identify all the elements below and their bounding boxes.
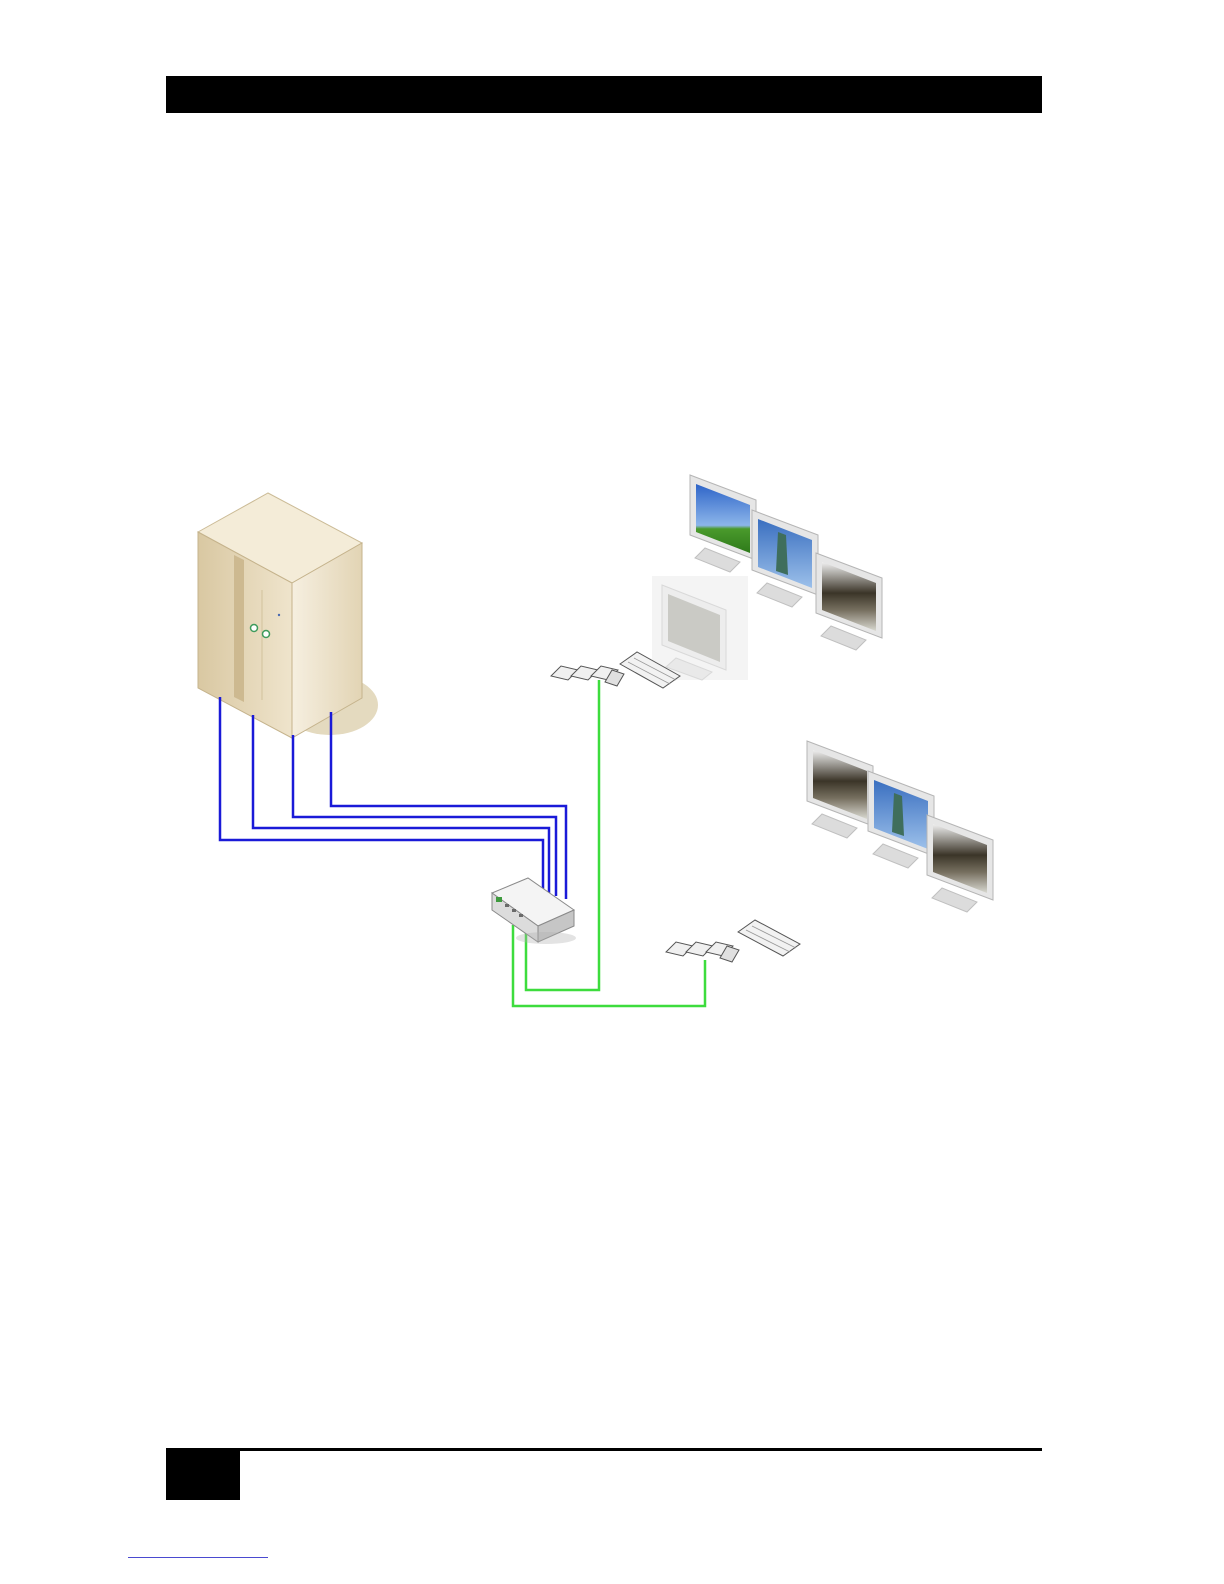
footer-rule [166,1448,1042,1451]
link-underline[interactable] [128,1557,268,1558]
remote-station-2 [666,741,993,962]
remote-station-1 [551,475,882,688]
footer-page-tab [166,1448,240,1500]
monitor-icon [807,741,873,838]
video-cable-4 [331,712,566,899]
monitor-icon [652,576,748,680]
video-cable-3 [293,735,556,896]
hub-icon [492,878,576,944]
monitor-icon [868,771,934,868]
monitor-icon [752,510,818,607]
keyboard-mouse-icon [666,920,800,962]
monitor-icon [816,553,882,650]
monitor-icon [690,475,756,572]
server-icon [198,493,378,738]
monitor-icon [927,815,993,912]
video-cable-2 [253,715,549,893]
